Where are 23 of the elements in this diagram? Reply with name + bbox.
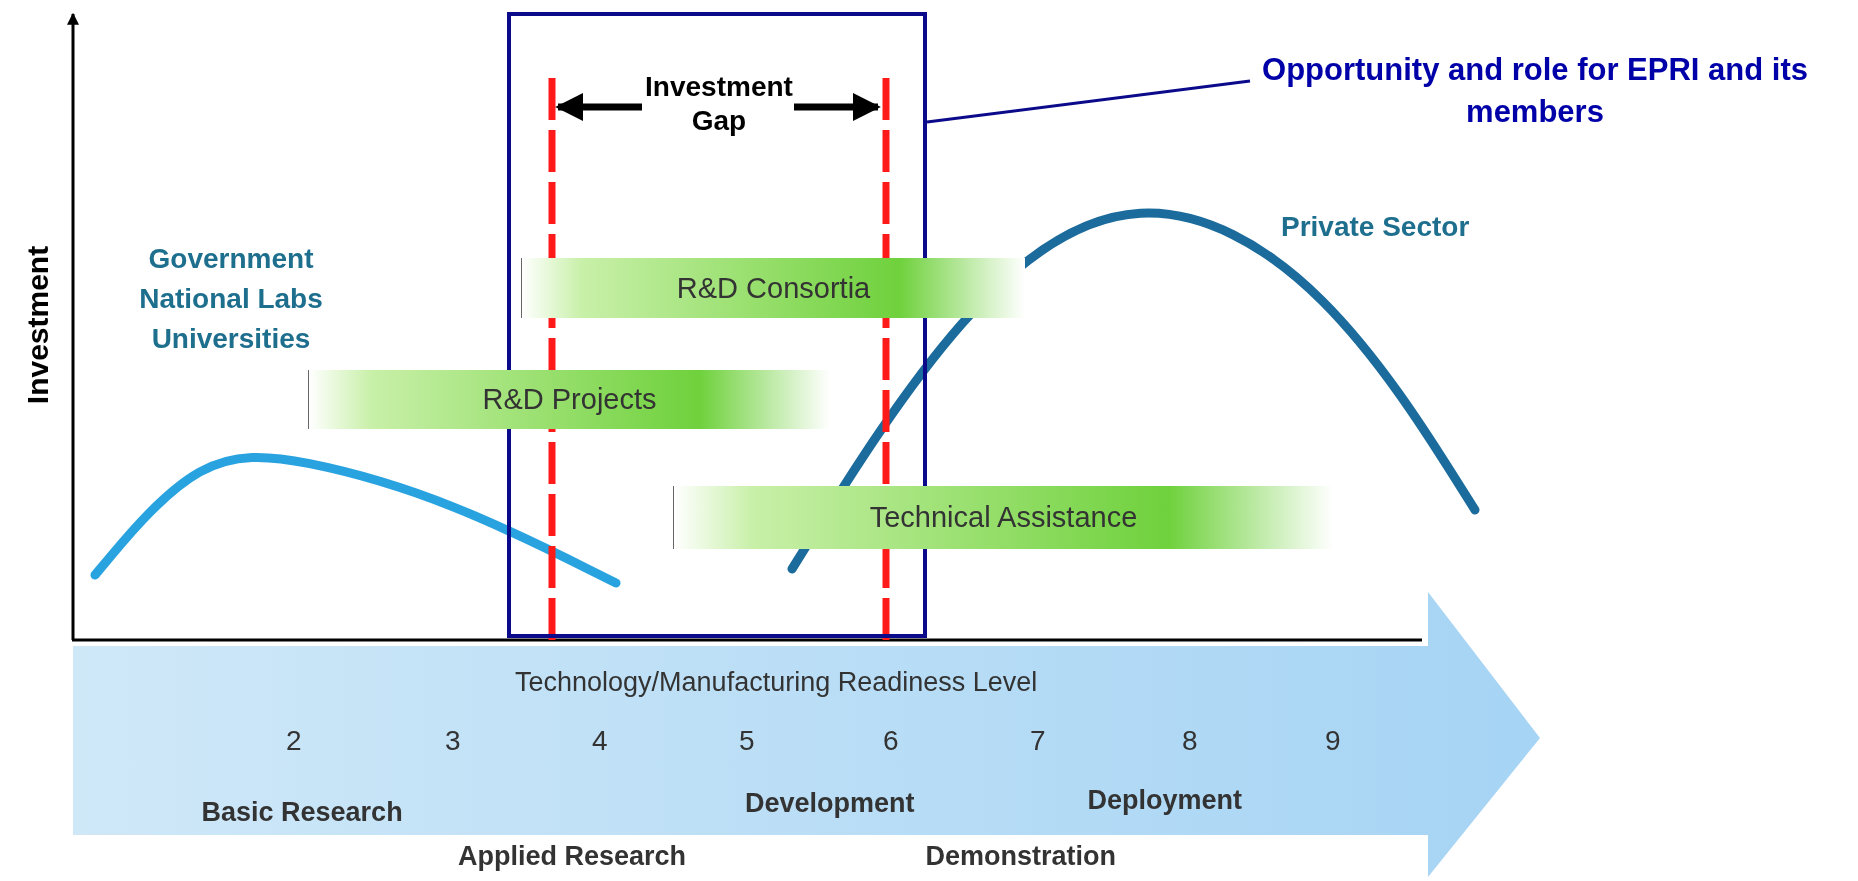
sector-label: Government National Labs Universities [138, 242, 324, 356]
stage-label: Applied Research [458, 840, 687, 872]
leader-line [926, 79, 1251, 124]
tick-label: 6 [883, 725, 899, 757]
activity-bar: Technical Assistance [673, 486, 1333, 549]
activity-bar: R&D Consortia [521, 258, 1025, 318]
tick-label: 5 [739, 725, 755, 757]
activity-bar: R&D Projects [308, 370, 830, 429]
gap-label: Investment Gap [644, 70, 794, 138]
tick-label: 4 [592, 725, 608, 757]
tick-label: 8 [1182, 725, 1198, 757]
axis-title: Technology/Manufacturing Readiness Level [515, 666, 1038, 698]
tick-label: 9 [1325, 725, 1341, 757]
sector-label: Private Sector [1281, 211, 1470, 243]
stage-label: Basic Research [201, 796, 403, 828]
stage-label: Development [745, 787, 915, 819]
tick-label: 3 [445, 725, 461, 757]
tick-label: 2 [286, 725, 302, 757]
tick-label: 7 [1030, 725, 1046, 757]
stage-label: Deployment [1087, 784, 1243, 816]
axis-title: Investment [21, 245, 56, 405]
callout-text: Opportunity and role for EPRI and its members [1261, 51, 1809, 131]
stage-label: Demonstration [925, 840, 1117, 872]
